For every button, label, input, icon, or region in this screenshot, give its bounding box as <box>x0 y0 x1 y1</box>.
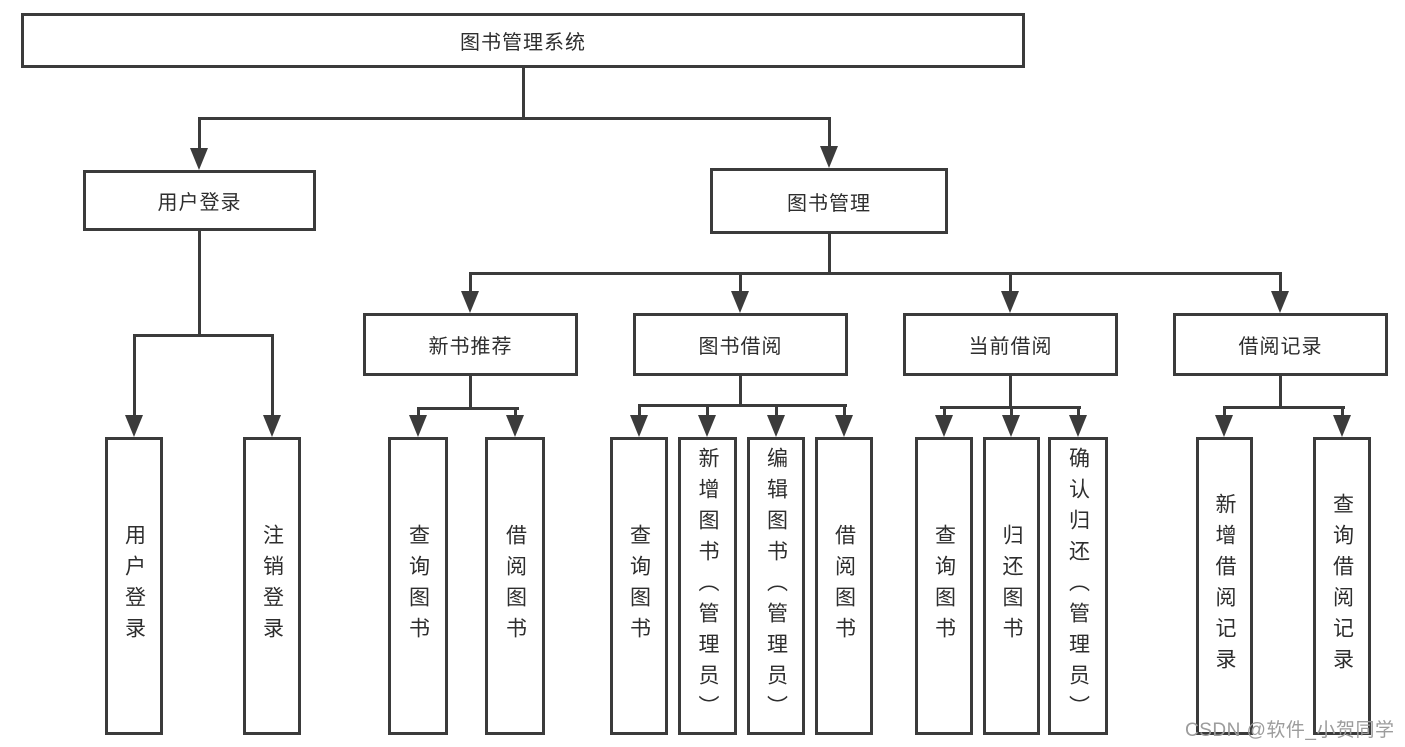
leaf-add-borrow-record-label: 新增借阅记录 <box>1213 493 1236 679</box>
node-book-borrow-label: 图书借阅 <box>698 336 783 358</box>
node-new-book-rec: 新书推荐 <box>363 313 578 376</box>
arrow-down-into-leaf-query-books-2 <box>629 405 649 437</box>
node-root: 图书管理系统 <box>21 13 1025 68</box>
node-user-login: 用户登录 <box>83 170 316 231</box>
arrow-down-into-leaf-borrow-books-2 <box>834 405 854 437</box>
arrow-down-into-leaf-query-borrow-record <box>1332 407 1352 437</box>
node-book-borrow: 图书借阅 <box>633 313 848 376</box>
connector-hline-user-login <box>132 333 274 337</box>
arrow-down-into-leaf-add-books <box>697 405 717 437</box>
connector-stem-new-book-rec <box>468 376 472 408</box>
arrow-down-into-leaf-query-books-1 <box>408 408 428 437</box>
leaf-user-login: 用户登录 <box>105 437 163 735</box>
connector-hline-root <box>197 116 831 120</box>
node-new-book-rec-label: 新书推荐 <box>428 336 513 358</box>
arrow-down-into-leaf-query-books-3 <box>934 407 954 437</box>
leaf-add-borrow-record: 新增借阅记录 <box>1196 437 1253 735</box>
leaf-query-books-3-label: 查询图书 <box>932 524 956 648</box>
arrow-down-into-leaf-user-login <box>124 335 144 437</box>
leaf-query-books-1-label: 查询图书 <box>406 524 430 648</box>
arrow-down-into-leaf-return-books <box>1001 407 1021 437</box>
leaf-borrow-books-2-label: 借阅图书 <box>832 524 856 648</box>
node-current-borrow-label: 当前借阅 <box>968 336 1053 358</box>
leaf-borrow-books-1: 借阅图书 <box>485 437 545 735</box>
leaf-borrow-books-1-label: 借阅图书 <box>503 524 527 648</box>
leaf-query-books-3: 查询图书 <box>915 437 973 735</box>
node-borrow-records: 借阅记录 <box>1173 313 1388 376</box>
arrow-down-into-borrow-records <box>1270 273 1290 313</box>
leaf-query-borrow-record: 查询借阅记录 <box>1313 437 1371 735</box>
node-book-management-label: 图书管理 <box>787 192 871 215</box>
connector-stem-borrow-records <box>1278 376 1282 407</box>
connector-stem-book-borrow <box>738 376 742 405</box>
arrow-down-into-book-management <box>819 118 839 168</box>
node-current-borrow: 当前借阅 <box>903 313 1118 376</box>
node-user-login-label: 用户登录 <box>157 192 242 214</box>
arrow-down-into-book-borrow <box>730 273 750 313</box>
leaf-edit-books-label: 编辑图书（管理员） <box>764 446 788 726</box>
arrow-down-into-leaf-confirm-return <box>1068 407 1088 437</box>
leaf-user-login-label: 用户登录 <box>122 524 146 648</box>
leaf-return-books-label: 归还图书 <box>1000 524 1023 648</box>
leaf-confirm-return: 确认归还（管理员） <box>1048 437 1108 735</box>
csdn-watermark: CSDN @软件_小贺同学 <box>1185 720 1395 741</box>
leaf-add-books-label: 新增图书（管理员） <box>696 446 719 726</box>
connector-hline-book-borrow <box>637 403 847 407</box>
leaf-add-books: 新增图书（管理员） <box>678 437 737 735</box>
leaf-query-books-1: 查询图书 <box>388 437 448 735</box>
connector-hline-borrow-records <box>1222 405 1345 409</box>
arrow-down-into-new-book-rec <box>460 273 480 313</box>
node-book-management: 图书管理 <box>710 168 948 234</box>
leaf-query-books-2: 查询图书 <box>610 437 668 735</box>
leaf-logout: 注销登录 <box>243 437 301 735</box>
leaf-logout-label: 注销登录 <box>260 524 284 648</box>
arrow-down-into-leaf-add-borrow-record <box>1214 407 1234 437</box>
arrow-down-into-leaf-borrow-books-1 <box>505 408 525 437</box>
connector-hline-new-book-rec <box>416 406 519 410</box>
connector-hline-book-management <box>468 271 1282 275</box>
leaf-borrow-books-2: 借阅图书 <box>815 437 873 735</box>
node-root-label: 图书管理系统 <box>460 32 586 54</box>
leaf-query-books-2-label: 查询图书 <box>627 524 651 648</box>
connector-stem-current-borrow <box>1008 376 1012 407</box>
leaf-return-books: 归还图书 <box>983 437 1040 735</box>
arrow-down-into-user-login <box>189 118 209 170</box>
arrow-down-into-leaf-edit-books <box>766 405 786 437</box>
node-borrow-records-label: 借阅记录 <box>1238 336 1323 358</box>
connector-stem-book-management <box>827 234 831 273</box>
connector-stem-user-login <box>197 231 201 335</box>
connector-stem-root <box>521 66 525 118</box>
arrow-down-into-leaf-logout <box>262 335 282 437</box>
leaf-edit-books: 编辑图书（管理员） <box>747 437 805 735</box>
leaf-confirm-return-label: 确认归还（管理员） <box>1066 446 1090 726</box>
leaf-query-borrow-record-label: 查询借阅记录 <box>1330 493 1354 679</box>
arrow-down-into-current-borrow <box>1000 273 1020 313</box>
